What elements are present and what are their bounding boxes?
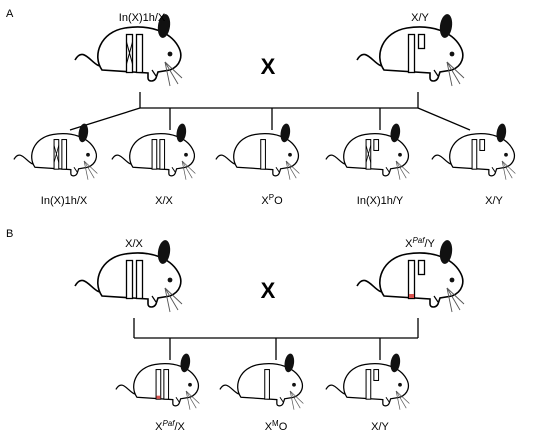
mouse-offspring-a4 <box>325 122 410 181</box>
parent-b1-genotype: X/X <box>125 238 143 250</box>
pedigree-lines-a <box>69 92 471 131</box>
offspring-b3-genotype: X/Y <box>371 421 389 433</box>
offspring-b1-genotype: XPaf/X <box>155 419 185 433</box>
chromosome-inverted-x <box>125 33 134 74</box>
cross-symbol-a: X <box>261 54 276 79</box>
mouse-parent-a1 <box>74 12 183 87</box>
offspring-a1-genotype: In(X)1h/X <box>41 195 88 207</box>
offspring-a2-genotype: X/X <box>155 195 173 207</box>
mouse-offspring-a2 <box>111 122 196 181</box>
offspring-b2-genotype: XMO <box>265 419 288 433</box>
parent-a1-genotype: In(X)1h/X <box>119 12 166 24</box>
paf-mutation-mark <box>409 294 414 298</box>
offspring-a4-genotype: In(X)1h/Y <box>357 195 404 207</box>
chromosome-x <box>135 33 144 74</box>
chromosome-y <box>417 33 426 50</box>
mouse-offspring-b3 <box>325 352 410 411</box>
panel-b-label: B <box>6 228 13 240</box>
panel-a-label: A <box>6 8 14 20</box>
parent-a2-genotype: X/Y <box>411 12 429 24</box>
offspring-a5-genotype: X/Y <box>485 195 503 207</box>
mouse-parent-b1 <box>74 238 183 313</box>
paf-mutation-mark <box>156 395 161 399</box>
mouse-offspring-b1 <box>115 352 200 411</box>
mouse-offspring-a3 <box>215 122 300 181</box>
mouse-parent-a2 <box>356 12 465 87</box>
mouse-offspring-a1 <box>13 122 98 181</box>
mouse-offspring-a5 <box>431 122 516 181</box>
cross-symbol-b: X <box>261 278 276 303</box>
offspring-a3-genotype: XPO <box>261 193 283 207</box>
pedigree-lines-b <box>133 318 419 360</box>
mouse-parent-b2 <box>356 238 465 313</box>
parent-b2-genotype: XPaf/Y <box>405 236 435 250</box>
chromosome-x <box>407 33 416 74</box>
mouse-offspring-b2 <box>219 352 304 411</box>
